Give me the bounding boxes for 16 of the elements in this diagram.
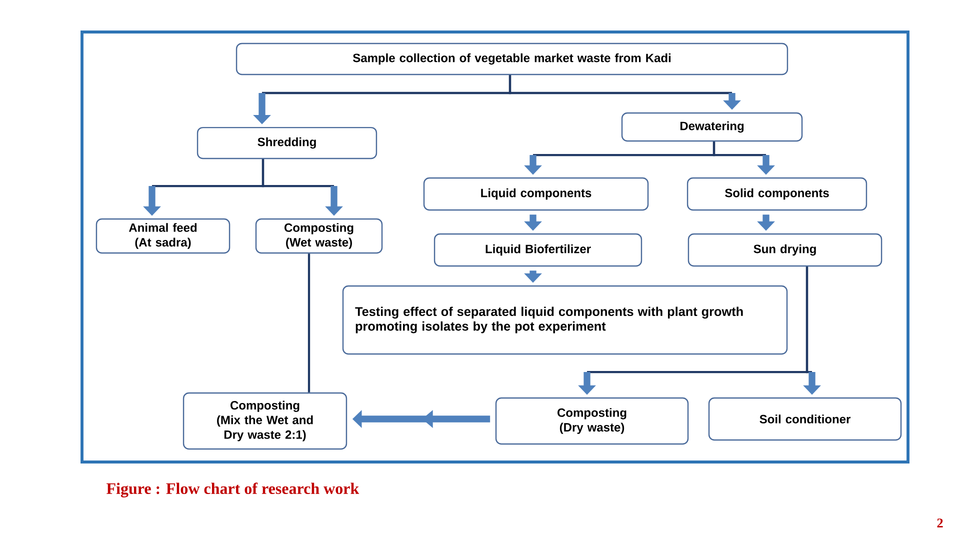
process-box: Liquid Biofertilizer bbox=[434, 233, 642, 267]
process-box: Testing effect of separated liquid components with plant growth promoting isolates by the pot experiment bbox=[342, 285, 788, 355]
process-box: Sample collection of vegetable market waste from Kadi bbox=[236, 42, 788, 76]
process-box: Dewatering bbox=[621, 112, 803, 142]
figure-caption: Figure : Flow chart of research work bbox=[106, 482, 360, 498]
process-box: Composting (Mix the Wet and Dry waste 2:1) bbox=[182, 392, 348, 450]
process-box: Liquid components bbox=[423, 177, 649, 211]
process-box: Animal feed (At sadra) bbox=[96, 218, 230, 254]
process-box: Solid components bbox=[686, 177, 868, 211]
process-box: Soil conditioner bbox=[708, 397, 902, 441]
process-box: Composting (Wet waste) bbox=[255, 218, 383, 254]
connector-line bbox=[308, 254, 310, 392]
page-number: 2 bbox=[937, 518, 943, 528]
process-box: Shredding bbox=[196, 126, 378, 160]
process-box: Composting (Dry waste) bbox=[495, 397, 689, 445]
process-box: Sun drying bbox=[688, 233, 882, 267]
